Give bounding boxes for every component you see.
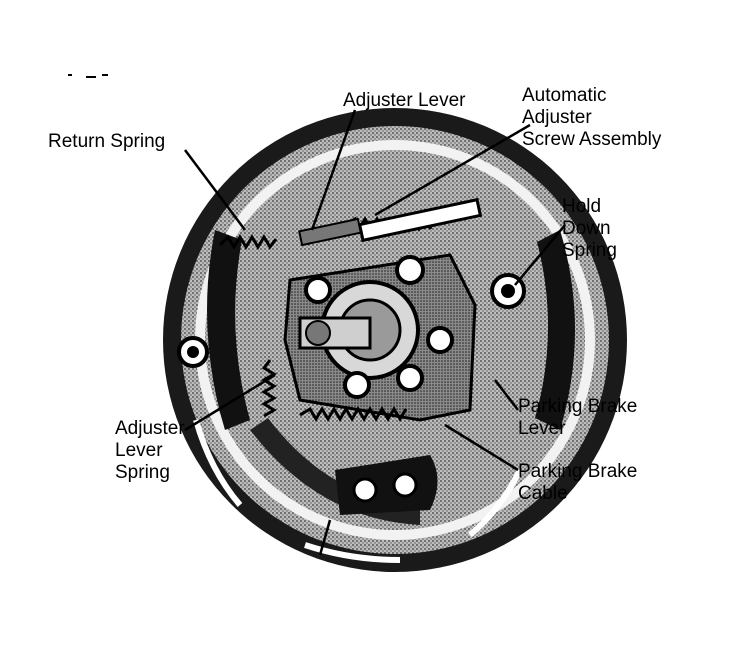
label-hold-down-spring: Hold Down Spring xyxy=(562,196,617,261)
hold-down-fixtures xyxy=(177,273,526,368)
scan-marks xyxy=(68,74,108,78)
leader-lines xyxy=(184,109,566,556)
label-parking-brake-cable: Parking Brake Cable xyxy=(518,461,638,504)
hub-assembly xyxy=(283,253,477,422)
label-return-spring: Return Spring xyxy=(48,131,166,152)
rim-highlights xyxy=(193,99,523,563)
parking-brake-block xyxy=(335,455,438,515)
label-adjuster-lever: Adjuster Lever xyxy=(343,90,466,111)
adjuster-screw xyxy=(298,197,483,247)
label-adjuster-lever-spring: Adjuster Lever Spring xyxy=(115,418,185,483)
label-parking-brake-lever: Parking Brake Lever xyxy=(518,396,638,439)
label-automatic-adjuster-screw-assembly: Automatic Adjuster Screw Assembly xyxy=(522,85,662,150)
